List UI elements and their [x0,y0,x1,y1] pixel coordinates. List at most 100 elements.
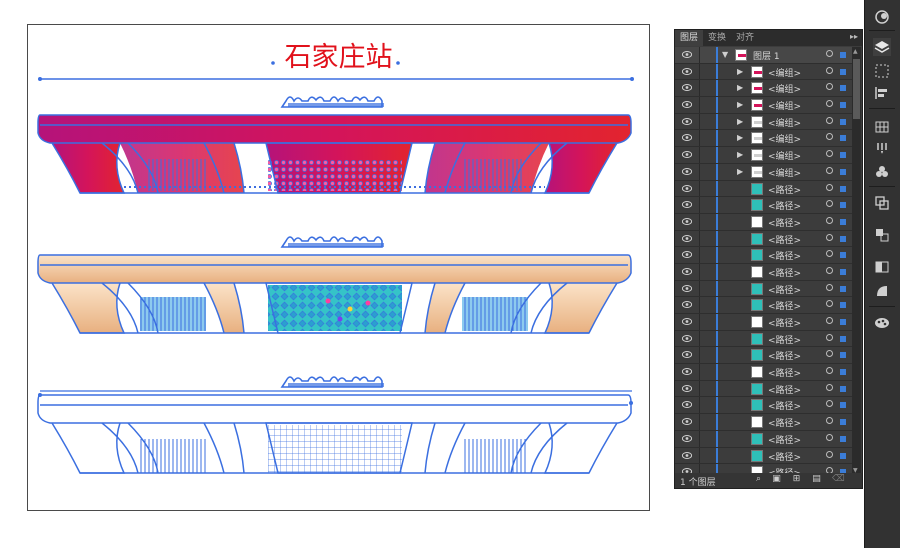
visibility-eye-icon[interactable] [682,267,692,275]
align-icon[interactable] [873,84,891,102]
item-name[interactable]: <路径> [768,252,802,263]
selection-indicator[interactable] [840,402,846,409]
expand-arrow-icon[interactable]: ▶ [737,66,744,76]
layer-list[interactable]: ▼ 图层 1 ▶<编组>▶<编组>▶<编组>▶<编组>▶<编组>▶<编组>▶<编… [675,47,853,475]
item-name[interactable]: <路径> [768,385,802,396]
scroll-thumb[interactable] [853,59,860,119]
visibility-eye-icon[interactable] [682,84,692,92]
target-icon[interactable] [826,450,833,458]
path-row[interactable]: <路径> [675,297,853,314]
selection-indicator[interactable] [840,118,846,125]
item-name[interactable]: <编组> [768,85,802,96]
item-name[interactable]: <路径> [768,268,802,279]
expand-arrow-icon[interactable]: ▶ [737,133,744,143]
visibility-eye-icon[interactable] [682,67,692,75]
make-clipping-mask-icon[interactable]: ▣ [772,474,781,484]
station-version-magenta[interactable] [37,96,632,194]
selection-indicator[interactable] [840,435,846,442]
target-icon[interactable] [826,400,833,408]
path-row[interactable]: <路径> [675,414,853,431]
selection-indicator[interactable] [840,352,846,359]
path-row[interactable]: <路径> [675,364,853,381]
target-icon[interactable] [826,133,833,141]
item-name[interactable]: <路径> [768,302,802,313]
item-name[interactable]: <路径> [768,285,802,296]
item-name[interactable]: <路径> [768,235,802,246]
layer-target-icon[interactable] [826,50,833,57]
tab-align[interactable]: 对齐 [736,33,755,43]
item-name[interactable]: <路径> [768,202,802,213]
station-version-outline[interactable] [37,376,633,474]
visibility-eye-icon[interactable] [682,301,692,309]
expand-arrow-icon[interactable]: ▶ [737,83,744,93]
path-row[interactable]: <路径> [675,180,853,198]
visibility-eye-icon[interactable] [682,201,692,209]
target-icon[interactable] [826,216,833,224]
visibility-eye-icon[interactable] [682,151,692,159]
target-icon[interactable] [826,200,833,208]
selection-indicator[interactable] [840,85,846,92]
selection-indicator[interactable] [840,168,846,175]
item-name[interactable]: <路径> [768,452,802,463]
path-row[interactable]: <路径> [675,280,853,298]
visibility-eye-icon[interactable] [682,401,692,409]
item-name[interactable]: <路径> [768,466,801,475]
selection-indicator[interactable] [840,385,846,392]
selection-indicator[interactable] [840,52,846,58]
panel-menu-button[interactable]: ▸▸ [849,32,858,41]
layer-row[interactable]: ▼ 图层 1 [675,47,853,64]
target-icon[interactable] [826,300,833,308]
target-icon[interactable] [826,250,833,258]
selection-indicator[interactable] [840,152,846,159]
delete-icon[interactable]: ⌫ [832,474,845,484]
layers-icon[interactable] [873,38,891,56]
path-row[interactable]: <路径> [675,347,853,365]
item-name[interactable]: <路径> [768,335,802,346]
visibility-eye-icon[interactable] [682,134,692,142]
target-icon[interactable] [826,66,833,74]
target-icon[interactable] [826,166,833,174]
path-row[interactable]: <路径> [675,213,853,231]
visibility-eye-icon[interactable] [682,217,692,225]
artboards-icon[interactable] [873,226,891,244]
selection-indicator[interactable] [840,452,846,459]
item-name[interactable]: <路径> [768,185,802,196]
visibility-eye-icon[interactable] [682,334,692,342]
target-icon[interactable] [826,83,833,91]
path-row[interactable]: <路径> [675,330,853,348]
path-row[interactable]: <路径> [675,314,853,331]
path-row[interactable]: <路径> [675,380,853,398]
item-name[interactable]: <编组> [768,135,802,146]
layers-panel[interactable]: 图层 变换 对齐 ▸▸ ▼ 图层 1 ▶<编组>▶<编组>▶<编组>▶<编组>▶… [674,29,863,489]
target-icon[interactable] [826,367,833,375]
item-name[interactable]: <路径> [768,319,802,329]
selection-indicator[interactable] [840,68,846,75]
selection-indicator[interactable] [840,302,846,309]
locate-object-icon[interactable]: ⌕ [755,474,762,484]
pathfinder-icon[interactable] [873,194,891,212]
selection-indicator[interactable] [840,268,846,275]
visibility-eye-icon[interactable] [682,368,692,376]
expand-arrow-icon[interactable]: ▶ [737,116,744,126]
visibility-eye-icon[interactable] [682,51,692,58]
transform-icon[interactable] [873,62,891,80]
visibility-eye-icon[interactable] [682,167,692,175]
visibility-eye-icon[interactable] [682,117,692,125]
item-name[interactable]: <路径> [768,419,802,430]
transparency-icon[interactable] [873,282,891,300]
group-row[interactable]: ▶<编组> [675,63,853,81]
expand-arrow-icon[interactable]: ▶ [737,150,744,160]
visibility-eye-icon[interactable] [682,251,692,259]
layer-collapse-arrow-icon[interactable]: ▼ [722,50,729,59]
expand-arrow-icon[interactable]: ▶ [737,100,744,110]
new-layer-icon[interactable]: ▤ [812,474,821,484]
brushes-icon[interactable] [873,140,891,158]
visibility-eye-icon[interactable] [682,184,692,192]
path-row[interactable]: <路径> [675,247,853,264]
selection-indicator[interactable] [840,335,846,342]
station-version-peach[interactable] [37,236,632,334]
target-icon[interactable] [826,183,833,191]
target-icon[interactable] [826,350,833,358]
visibility-eye-icon[interactable] [682,318,692,325]
item-name[interactable]: <编组> [768,152,802,163]
